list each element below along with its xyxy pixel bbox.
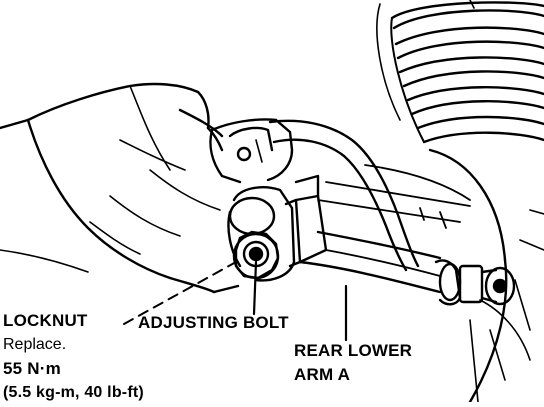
- torque-nm-label: 55 N·m: [3, 359, 61, 378]
- adjusting-bolt-leader: [252, 260, 258, 316]
- replace-note: Replace.: [3, 336, 67, 353]
- mount-bracket: [209, 118, 294, 184]
- outer-bushing: [434, 259, 516, 306]
- knuckle-body: [428, 148, 544, 402]
- torque-alt-label: (5.5 kg-m, 40 lb-ft): [3, 384, 144, 401]
- coil-spring: [376, 0, 544, 144]
- rear-lower-arm-label-line2: ARM A: [294, 365, 351, 384]
- rear-lower-arm-a: [284, 174, 442, 294]
- locknut-label: LOCKNUT: [3, 311, 88, 330]
- subframe: [317, 164, 471, 229]
- hand-illustration: [0, 82, 240, 294]
- rear-lower-arm-label-line1: REAR LOWER: [294, 341, 413, 360]
- locknut-leader: [123, 261, 237, 325]
- locknut-callout: LOCKNUT Replace. 55 N·m (5.5 kg-m, 40 lb…: [3, 311, 144, 407]
- adjusting-bolt-label: ADJUSTING BOLT: [138, 313, 289, 332]
